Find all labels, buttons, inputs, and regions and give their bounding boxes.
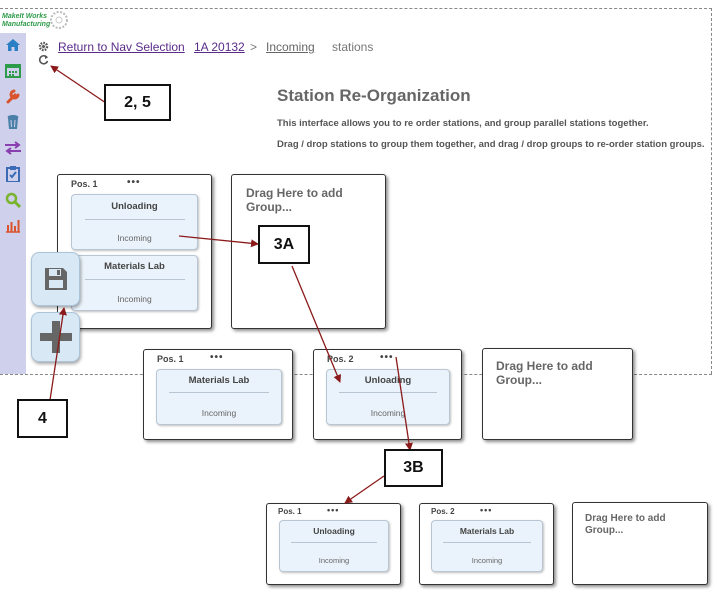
station-name: Unloading: [111, 201, 158, 212]
station-name: Unloading: [364, 375, 412, 386]
group-menu-icon[interactable]: •••: [480, 505, 493, 515]
arrow-3b-down: [395, 356, 413, 451]
station-card[interactable]: Unloading Incoming: [326, 369, 450, 425]
callout-3b: 3B: [384, 449, 443, 487]
drop-target-label: Drag Here to add Group...: [585, 513, 666, 536]
company-logo: MakeIt Works Manufacturing: [0, 9, 70, 33]
station-divider: [84, 279, 185, 280]
station-area: Incoming: [370, 408, 406, 418]
station-area: Incoming: [471, 556, 503, 565]
group-position-label: Pos. 1: [278, 507, 302, 516]
group-menu-icon[interactable]: •••: [380, 352, 394, 363]
calendar-icon[interactable]: [3, 60, 23, 80]
clipboard-icon[interactable]: [3, 164, 23, 184]
drop-target-label: Drag Here to add Group...: [246, 186, 343, 215]
station-card[interactable]: Unloading Incoming: [279, 520, 389, 572]
station-card[interactable]: Materials Lab Incoming: [71, 255, 198, 311]
station-group-card[interactable]: Pos. 1 ••• Unloading Incoming Materials …: [57, 174, 212, 329]
station-area: Incoming: [117, 294, 152, 304]
station-name: Materials Lab: [104, 261, 165, 272]
app-frame-top-border: [0, 8, 712, 9]
home-icon[interactable]: [3, 35, 23, 55]
save-button[interactable]: [31, 252, 80, 306]
logo-line2: Manufacturing: [2, 21, 51, 28]
station-area: Incoming: [318, 556, 350, 565]
return-to-nav-link[interactable]: Return to Nav Selection: [58, 40, 185, 54]
group-position-label: Pos. 2: [327, 354, 354, 364]
station-area: Incoming: [201, 408, 237, 418]
station-card[interactable]: Materials Lab Incoming: [431, 520, 543, 572]
station-divider: [290, 542, 378, 543]
station-name: Unloading: [313, 526, 355, 536]
settings-icon[interactable]: [38, 41, 49, 52]
station-divider: [84, 219, 185, 220]
add-group-drop-target[interactable]: Drag Here to add Group...: [482, 348, 633, 440]
arrow-4: [49, 307, 67, 401]
gear-logo-icon: [50, 11, 68, 29]
arrow-3a-down: [291, 265, 342, 383]
plus-icon: [39, 321, 72, 353]
search-icon[interactable]: [3, 190, 23, 210]
group-menu-icon[interactable]: •••: [210, 352, 224, 363]
wrench-icon[interactable]: [3, 86, 23, 106]
station-group-card[interactable]: Pos. 1 ••• Unloading Incoming: [266, 503, 401, 585]
floppy-disk-icon: [44, 268, 67, 290]
arrow-2-5: [50, 65, 107, 104]
callout-4: 4: [17, 399, 68, 438]
drop-target-label: Drag Here to add Group...: [496, 359, 593, 388]
station-group-card[interactable]: Pos. 2 ••• Materials Lab Incoming: [419, 503, 554, 585]
station-divider: [443, 542, 531, 543]
station-group-card[interactable]: Pos. 1 ••• Materials Lab Incoming: [143, 349, 293, 440]
sidebar: [0, 33, 26, 374]
station-area: Incoming: [117, 233, 152, 243]
breadcrumb-current: stations: [332, 40, 374, 54]
transfer-icon[interactable]: [3, 138, 23, 158]
station-group-card[interactable]: Pos. 2 ••• Unloading Incoming: [313, 349, 462, 440]
arrow-3b-left: [344, 475, 385, 504]
station-name: Materials Lab: [188, 375, 250, 386]
station-name: Materials Lab: [459, 526, 515, 536]
trash-icon[interactable]: [3, 112, 23, 132]
group-menu-icon[interactable]: •••: [327, 505, 340, 515]
refresh-icon[interactable]: [38, 54, 49, 65]
group-menu-icon[interactable]: •••: [127, 177, 141, 188]
add-group-drop-target[interactable]: Drag Here to add Group...: [572, 502, 708, 585]
group-position-label: Pos. 1: [157, 354, 184, 364]
callout-3a: 3A: [258, 225, 310, 264]
group-position-label: Pos. 1: [71, 179, 98, 189]
app-frame-right-border: [711, 8, 712, 374]
bar-chart-icon[interactable]: [3, 216, 23, 236]
breadcrumb-area-link[interactable]: Incoming: [266, 40, 315, 54]
group-position-label: Pos. 2: [431, 507, 455, 516]
page-description-1: This interface allows you to re order st…: [277, 118, 649, 129]
page-description-2: Drag / drop stations to group them toget…: [277, 139, 705, 150]
station-card[interactable]: Unloading Incoming: [71, 194, 198, 250]
arrow-3a-left: [178, 235, 259, 248]
station-divider: [339, 392, 437, 393]
breadcrumb-separator: >: [250, 40, 258, 54]
callout-2-5: 2, 5: [104, 84, 171, 121]
page-title: Station Re-Organization: [277, 86, 471, 105]
station-card[interactable]: Materials Lab Incoming: [156, 369, 282, 425]
station-divider: [169, 392, 269, 393]
logo-line1: MakeIt Works: [2, 13, 47, 20]
breadcrumb-plant-link[interactable]: 1A 20132: [194, 40, 245, 54]
